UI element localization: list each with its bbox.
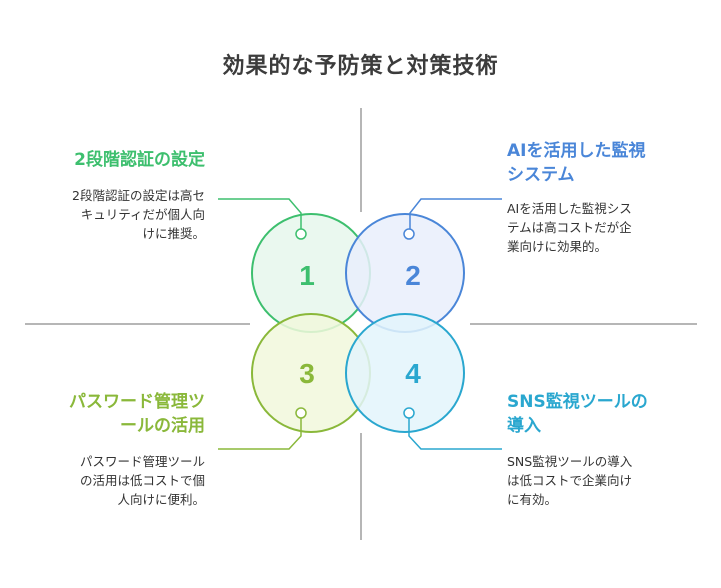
circle-4	[345, 313, 465, 433]
description-4-line-3: に有効。	[507, 492, 558, 507]
description-2-line-1: AIを活用した監視シス	[507, 201, 632, 216]
description-3: パスワード管理ツール の活用は低コストで個 人向けに便利。	[25, 452, 205, 509]
description-3-line-2: の活用は低コストで個	[79, 473, 205, 488]
connector-dot-4	[403, 407, 415, 419]
connector-dot-2	[403, 228, 415, 240]
heading-3-line-1: パスワード管理ツ	[69, 392, 205, 412]
connector-3	[218, 418, 302, 450]
connector-dot-3	[295, 407, 307, 419]
heading-4-line-1: SNS監視ツールの	[507, 392, 648, 412]
description-4-line-2: は低コストで企業向け	[507, 473, 633, 488]
heading-1: 2段階認証の設定	[30, 148, 205, 172]
description-2-line-3: 業向けに効果的。	[507, 239, 608, 254]
heading-2: AIを活用した監視 システム	[507, 139, 707, 187]
connector-2	[409, 198, 502, 229]
description-3-line-3: 人向けに便利。	[117, 492, 205, 507]
heading-3: パスワード管理ツ ールの活用	[25, 390, 205, 438]
description-1: 2段階認証の設定は高セ キュリティだが個人向 けに推奨。	[30, 186, 205, 243]
description-3-line-1: パスワード管理ツール	[79, 454, 205, 469]
description-4: SNS監視ツールの導入 は低コストで企業向け に有効。	[507, 452, 707, 509]
description-2: AIを活用した監視シス テムは高コストだが企 業向けに効果的。	[507, 199, 707, 256]
connector-1	[218, 198, 302, 229]
number-1: 1	[299, 260, 315, 291]
number-2: 2	[405, 260, 421, 291]
connector-4	[408, 418, 502, 450]
heading-3-line-2: ールの活用	[120, 416, 205, 436]
description-1-line-1: 2段階認証の設定は高セ	[72, 188, 205, 203]
heading-4: SNS監視ツールの 導入	[507, 390, 707, 438]
connector-dot-1	[295, 228, 307, 240]
heading-2-line-1: AIを活用した監視	[507, 141, 646, 161]
heading-2-line-2: システム	[507, 165, 575, 185]
description-1-line-2: キュリティだが個人向	[80, 207, 205, 222]
description-1-line-3: けに推奨。	[142, 226, 205, 241]
heading-1-line: 2段階認証の設定	[74, 150, 205, 170]
heading-4-line-2: 導入	[507, 416, 541, 436]
number-4: 4	[405, 358, 421, 389]
description-4-line-1: SNS監視ツールの導入	[507, 454, 633, 469]
page-title: 効果的な予防策と対策技術	[222, 54, 499, 79]
description-2-line-2: テムは高コストだが企	[507, 220, 632, 235]
number-3: 3	[299, 358, 315, 389]
